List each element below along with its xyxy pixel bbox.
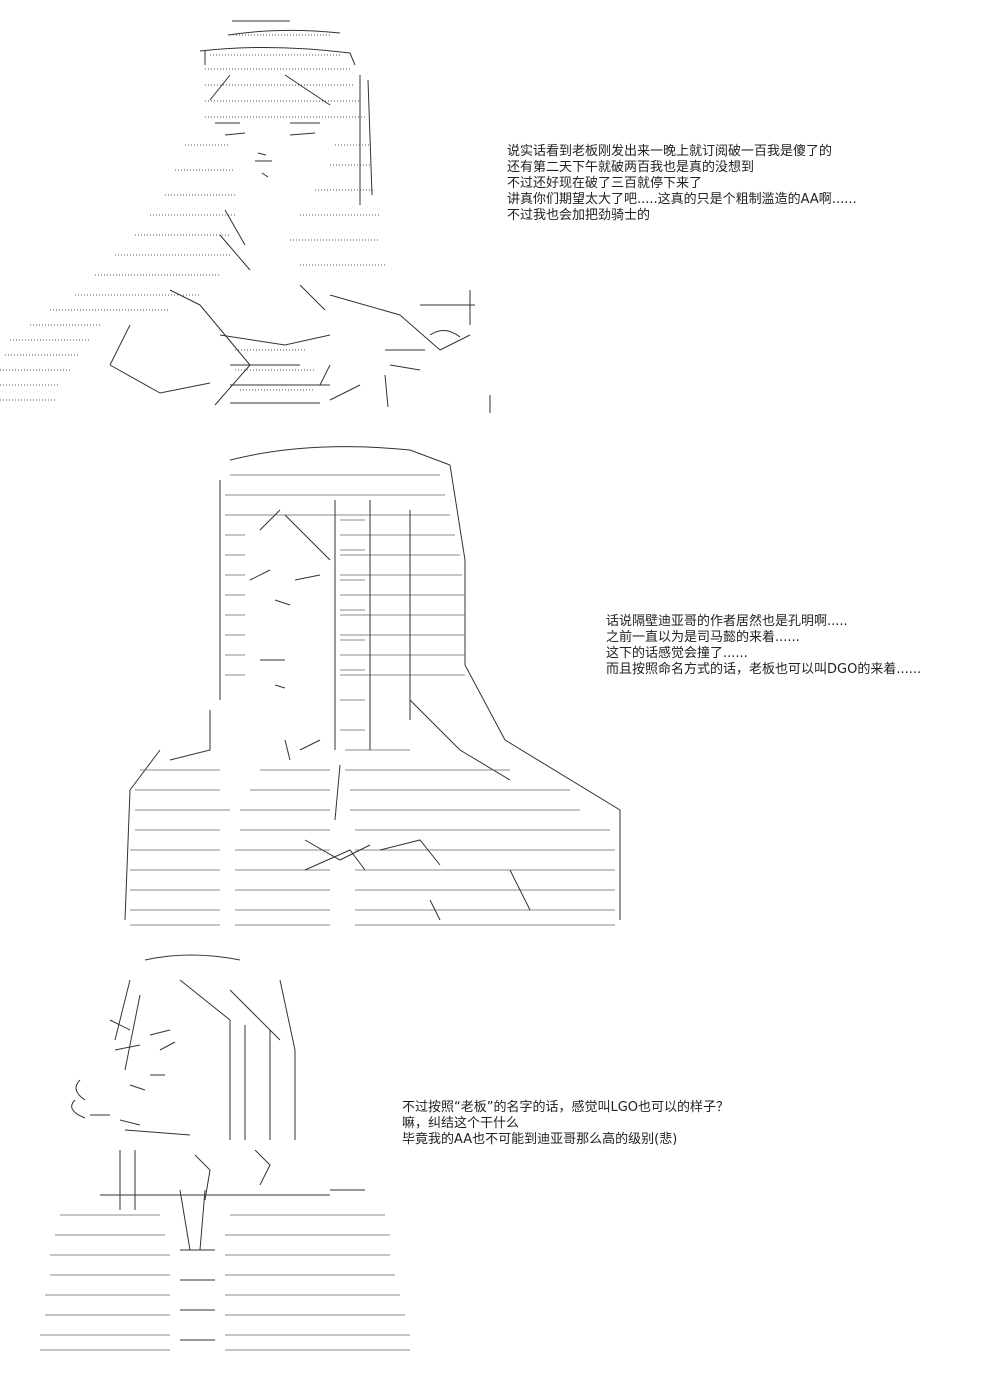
caption-1-line-5: 不过我也会加把劲骑士的 xyxy=(507,208,651,223)
caption-1-line-3: 不过还好现在破了三百就停下来了 xyxy=(507,176,703,191)
caption-2-line-4: 而且按照命名方式的话，老板也可以叫DGO的来着...... xyxy=(606,662,922,677)
panel-3: 不过按照“老板”的名字的话，感觉叫LGO也可以的样子？ 嘛，纠结这个干什么 毕竟… xyxy=(0,950,982,1390)
panel-2: 话说隔壁迪亚哥的作者居然也是孔明啊..... 之前一直以为是司马懿的来着....… xyxy=(0,420,982,940)
panel-1: 说实话看到老板刚发出来一晚上就订阅破一百我是傻了的 还有第二天下午就破两百我也是… xyxy=(0,0,982,420)
caption-2-line-3: 这下的话感觉会撞了...... xyxy=(606,646,748,661)
ascii-art-drawing-3 xyxy=(40,954,410,1351)
caption-3: 不过按照“老板”的名字的话，感觉叫LGO也可以的样子？ 嘛，纠结这个干什么 毕竟… xyxy=(402,1100,729,1148)
caption-3-line-3: 毕竟我的AA也不可能到迪亚哥那么高的级别(悲) xyxy=(402,1132,678,1147)
caption-1-line-4: 讲真你们期望太大了吧.....这真的只是个粗制滥造的AA啊...... xyxy=(507,192,857,207)
caption-3-line-2: 嘛，纠结这个干什么 xyxy=(402,1116,520,1131)
caption-2: 话说隔壁迪亚哥的作者居然也是孔明啊..... 之前一直以为是司马懿的来着....… xyxy=(606,614,921,678)
ascii-art-figure-2 xyxy=(110,420,630,940)
ascii-art-drawing-1 xyxy=(0,20,491,413)
caption-2-line-2: 之前一直以为是司马懿的来着...... xyxy=(606,630,800,645)
caption-1: 说实话看到老板刚发出来一晚上就订阅破一百我是傻了的 还有第二天下午就破两百我也是… xyxy=(507,144,857,224)
ascii-art-drawing-2 xyxy=(124,446,621,926)
caption-3-line-1: 不过按照“老板”的名字的话，感觉叫LGO也可以的样子？ xyxy=(402,1100,730,1115)
caption-1-line-2: 还有第二天下午就破两百我也是真的没想到 xyxy=(507,160,755,175)
ascii-art-figure-1 xyxy=(0,5,500,415)
ascii-art-figure-3 xyxy=(30,950,420,1370)
caption-2-line-1: 话说隔壁迪亚哥的作者居然也是孔明啊..... xyxy=(606,614,848,629)
caption-1-line-1: 说实话看到老板刚发出来一晚上就订阅破一百我是傻了的 xyxy=(507,144,833,159)
